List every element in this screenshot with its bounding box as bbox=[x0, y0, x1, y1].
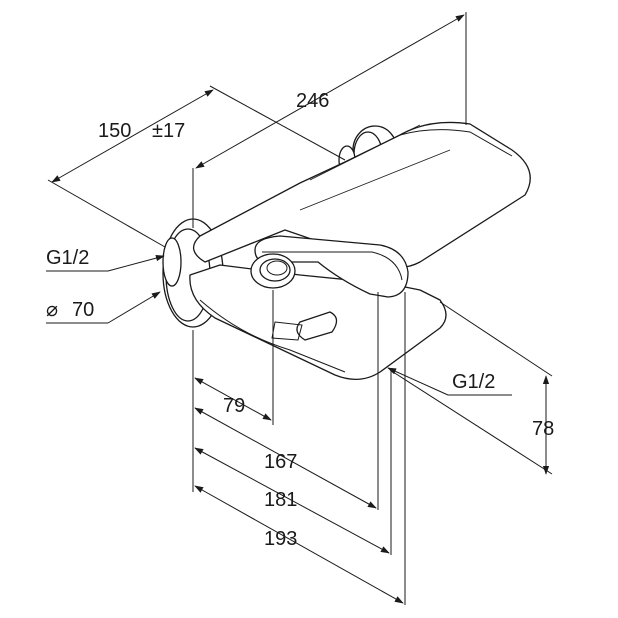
spout-lip bbox=[296, 311, 338, 341]
diameter-value: 70 bbox=[72, 299, 94, 321]
stacked-dimensions: 79 167 181 193 bbox=[192, 290, 406, 605]
thread-left-callout: G1/2 bbox=[46, 247, 165, 272]
thread-right-label: G1/2 bbox=[452, 371, 495, 393]
dimension-79: 79 bbox=[194, 377, 272, 421]
dimension-78-label: 78 bbox=[532, 418, 554, 440]
dimension-167-label: 167 bbox=[264, 451, 297, 473]
diverter-knob bbox=[250, 253, 296, 289]
diameter-callout: ⌀ 70 bbox=[46, 291, 161, 324]
dimension-79-label: 79 bbox=[223, 395, 245, 417]
dimension-78: 78 bbox=[389, 301, 554, 475]
dimension-246: 246 bbox=[192, 12, 467, 228]
diameter-symbol: ⌀ bbox=[46, 299, 58, 321]
dimension-150-tolerance: ±17 bbox=[152, 120, 185, 142]
thread-left-label: G1/2 bbox=[46, 247, 89, 269]
dimension-193: 193 bbox=[194, 485, 404, 604]
dimension-150: 150 ±17 bbox=[47, 85, 346, 248]
dimension-150-label: 150 bbox=[98, 120, 131, 142]
faucet-body bbox=[162, 121, 531, 380]
thread-right-callout: G1/2 bbox=[387, 367, 512, 396]
dimension-181-label: 181 bbox=[264, 489, 297, 511]
dimension-246-label: 246 bbox=[296, 90, 329, 112]
dimension-193-label: 193 bbox=[264, 528, 297, 550]
